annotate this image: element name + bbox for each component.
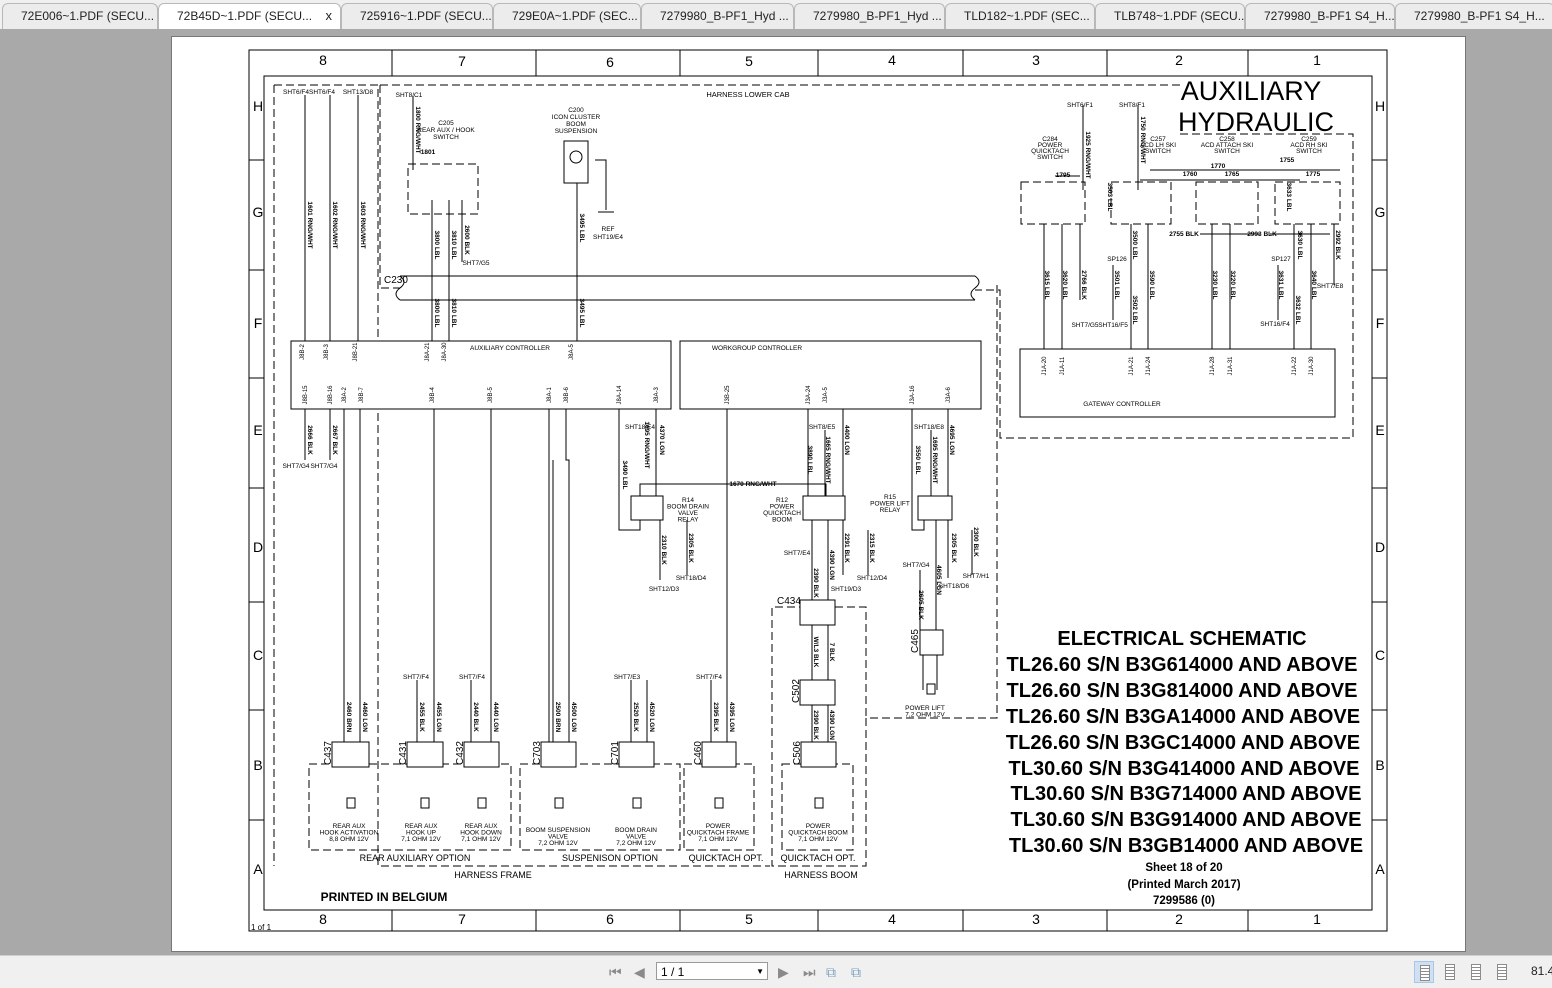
tab-label: 7279980_B-PF1 S4_H... [1264,9,1395,23]
tab-label: 7279980_B-PF1_Hyd ... [813,9,942,23]
tab-7279980-hyd-2[interactable]: 7279980_B-PF1_Hyd ... [794,3,945,29]
page-number-value: 1 / 1 [661,965,685,979]
page-number-input[interactable]: 1 / 1 ▼ [656,962,768,980]
pdf-page [171,36,1466,952]
bottom-toolbar: ⏮ ◀ 1 / 1 ▼ ▶ ⏭ ⧉ ⧉ 81.4 [0,955,1552,988]
single-page-view-button[interactable] [1414,961,1434,983]
next-page-icon[interactable]: ▶ [778,964,789,980]
tab-7279980-s4-2[interactable]: 7279980_B-PF1 S4_H... [1395,3,1552,29]
tab-tlb748[interactable]: TLB748~1.PDF (SECU... [1095,3,1245,29]
rotate-right-icon[interactable]: ⧉ [851,964,861,980]
tab-729e0a[interactable]: 729E0A~1.PDF (SEC... [493,3,641,29]
previous-page-icon[interactable]: ◀ [634,964,645,980]
facing-pages-icon [1471,964,1481,980]
chevron-down-icon[interactable]: ▼ [756,967,764,976]
close-tab-icon[interactable]: x [325,8,333,23]
continuous-view-button[interactable] [1440,961,1460,983]
tab-label: 729E0A~1.PDF (SEC... [512,9,638,23]
tab-label: 725916~1.PDF (SECU... [360,9,492,23]
tab-725916[interactable]: 725916~1.PDF (SECU... [341,3,493,29]
tab-72b45d[interactable]: 72B45D~1.PDF (SECU... x [158,3,341,30]
tab-72e006[interactable]: 72E006~1.PDF (SECU... [2,3,158,29]
tab-tld182[interactable]: TLD182~1.PDF (SEC... [945,3,1095,29]
tab-7279980-hyd-1[interactable]: 7279980_B-PF1_Hyd ... [641,3,794,29]
tab-label: 7279980_B-PF1_Hyd ... [660,9,789,23]
tab-label: 72B45D~1.PDF (SECU... [177,9,313,23]
tab-label: TLD182~1.PDF (SEC... [964,9,1090,23]
tab-label: TLB748~1.PDF (SECU... [1114,9,1245,23]
first-page-icon[interactable]: ⏮ [609,964,622,980]
tab-label: 72E006~1.PDF (SECU... [21,9,155,23]
document-tab-bar: 72E006~1.PDF (SECU... 72B45D~1.PDF (SECU… [0,0,1552,30]
zoom-level[interactable]: 81.4 [1531,964,1552,978]
tab-7279980-s4-1[interactable]: 7279980_B-PF1 S4_H... [1245,3,1395,29]
continuous-page-icon [1445,964,1455,980]
rotate-left-icon[interactable]: ⧉ [826,964,836,980]
last-page-icon[interactable]: ⏭ [803,964,816,980]
facing-view-button[interactable] [1466,961,1486,983]
continuous-facing-icon [1497,964,1507,980]
tab-label: 7279980_B-PF1 S4_H... [1414,9,1545,23]
single-page-icon [1420,965,1430,981]
continuous-facing-view-button[interactable] [1492,961,1512,983]
